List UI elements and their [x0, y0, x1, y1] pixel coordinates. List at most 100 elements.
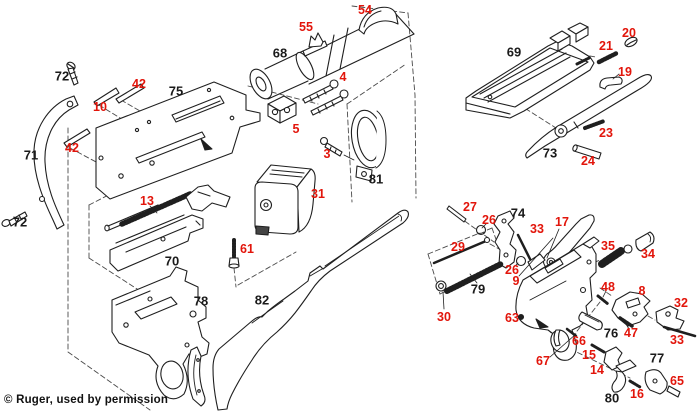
- callout-24: 24: [581, 153, 595, 168]
- part-78-trigger-guard-assembly: [112, 267, 209, 399]
- part-21-spring: [599, 53, 617, 62]
- part-69-receiver-cover: [466, 23, 594, 118]
- part-79-spring: [447, 264, 501, 291]
- callout-27: 27: [463, 199, 477, 214]
- callout-81: 81: [368, 171, 384, 187]
- callout-21: 21: [599, 38, 613, 53]
- part-71-barrel-band-lever: [34, 96, 78, 229]
- callout-70: 70: [164, 253, 180, 269]
- callout-78: 78: [193, 293, 209, 309]
- callout-13: 13: [140, 193, 154, 208]
- part-72-screw-top: [65, 61, 78, 85]
- callout-19: 19: [618, 64, 632, 79]
- callout-3: 3: [323, 146, 331, 161]
- callout-72: 72: [54, 68, 70, 84]
- callout-69: 69: [506, 44, 522, 60]
- part-26-plunger-lower: [517, 257, 526, 266]
- callout-32: 32: [674, 295, 688, 310]
- part-19-lever: [600, 77, 622, 89]
- callout-66: 66: [572, 333, 586, 348]
- callout-33: 33: [530, 221, 544, 236]
- callout-82: 82: [254, 292, 270, 308]
- callout-42: 42: [65, 140, 79, 155]
- callout-34: 34: [641, 246, 655, 261]
- callout-67: 67: [536, 353, 550, 368]
- part-26-plunger-upper: [477, 226, 486, 235]
- part-65-pin: [667, 386, 680, 397]
- callout-26: 26: [482, 212, 496, 227]
- callout-55: 55: [299, 19, 313, 34]
- callout-74: 74: [510, 205, 526, 221]
- part-32-hammer-strut: [656, 306, 684, 330]
- part-61-takedown-screw: [229, 240, 239, 268]
- callout-5: 5: [292, 121, 300, 136]
- part-16-spring: [630, 381, 640, 387]
- callout-26: 26: [505, 262, 519, 277]
- callout-9: 9: [512, 273, 520, 288]
- part-13-guide-rod-spring: [105, 194, 190, 231]
- callout-75: 75: [168, 83, 184, 99]
- part-13-charging-handle: [186, 185, 230, 211]
- part-76-bushing: [579, 312, 602, 330]
- part-27-pin: [447, 206, 466, 222]
- callout-4: 4: [339, 69, 347, 84]
- callout-17: 17: [555, 214, 569, 229]
- part-4-barrel-retainer-screws: [303, 80, 348, 115]
- part-14-bracket: [604, 347, 622, 370]
- callout-63: 63: [505, 310, 519, 325]
- part-15-pin: [592, 345, 604, 352]
- callout-35: 35: [601, 238, 615, 253]
- callout-79: 79: [470, 281, 486, 297]
- part-35-spring: [602, 251, 621, 264]
- callout-30: 30: [437, 309, 451, 324]
- part-81-barrel-band-ring: [347, 108, 389, 181]
- part-20-cap: [623, 35, 638, 48]
- part-31-magazine: [255, 165, 315, 235]
- part-74-bolt-lock: [494, 211, 516, 268]
- part-77-latch: [645, 370, 667, 394]
- part-63-trigger-housing: [516, 237, 599, 360]
- part-10-pin: [94, 88, 119, 106]
- callout-20: 20: [622, 25, 636, 40]
- callout-42: 42: [132, 76, 146, 91]
- part-70-bolt: [110, 215, 203, 271]
- callout-29: 29: [451, 239, 465, 254]
- callout-33: 33: [670, 332, 684, 347]
- callout-71: 71: [23, 147, 39, 163]
- part-68-barrel: [246, 12, 414, 102]
- callout-54: 54: [358, 2, 372, 17]
- callout-8: 8: [638, 283, 646, 298]
- part-55-front-sight: [303, 33, 327, 56]
- part-82-stock: [188, 210, 409, 410]
- part-33-pin-lower: [664, 327, 695, 336]
- callout-14: 14: [590, 362, 604, 377]
- callout-77: 77: [649, 350, 665, 366]
- callout-31: 31: [311, 186, 325, 201]
- callout-65: 65: [670, 373, 684, 388]
- callout-76: 76: [603, 325, 619, 341]
- leader-lines: [150, 74, 629, 357]
- part-75-receiver: [96, 82, 260, 199]
- callout-47: 47: [624, 325, 638, 340]
- callout-48: 48: [601, 279, 615, 294]
- part-54-rear-sight-block: [359, 7, 398, 34]
- part-24-pin: [572, 144, 601, 159]
- callout-61: 61: [240, 241, 254, 256]
- part-42-pin-upper: [116, 84, 144, 103]
- callout-73: 73: [542, 145, 558, 161]
- callout-72: 72: [12, 214, 28, 230]
- part-73-lever: [526, 75, 652, 158]
- part-33-pin-upper: [518, 235, 530, 259]
- part-23-spring: [585, 121, 604, 128]
- copyright-note: © Ruger, used by permission: [4, 394, 169, 406]
- callout-15: 15: [582, 347, 596, 362]
- part-30-washer: [436, 281, 446, 291]
- part-42-pin-lower: [64, 129, 90, 147]
- callout-80: 80: [604, 390, 620, 406]
- part-34-plunger: [624, 232, 654, 253]
- part-47-spring: [620, 318, 632, 326]
- part-5-v-block: [268, 96, 296, 123]
- part-80-trigger: [612, 360, 636, 392]
